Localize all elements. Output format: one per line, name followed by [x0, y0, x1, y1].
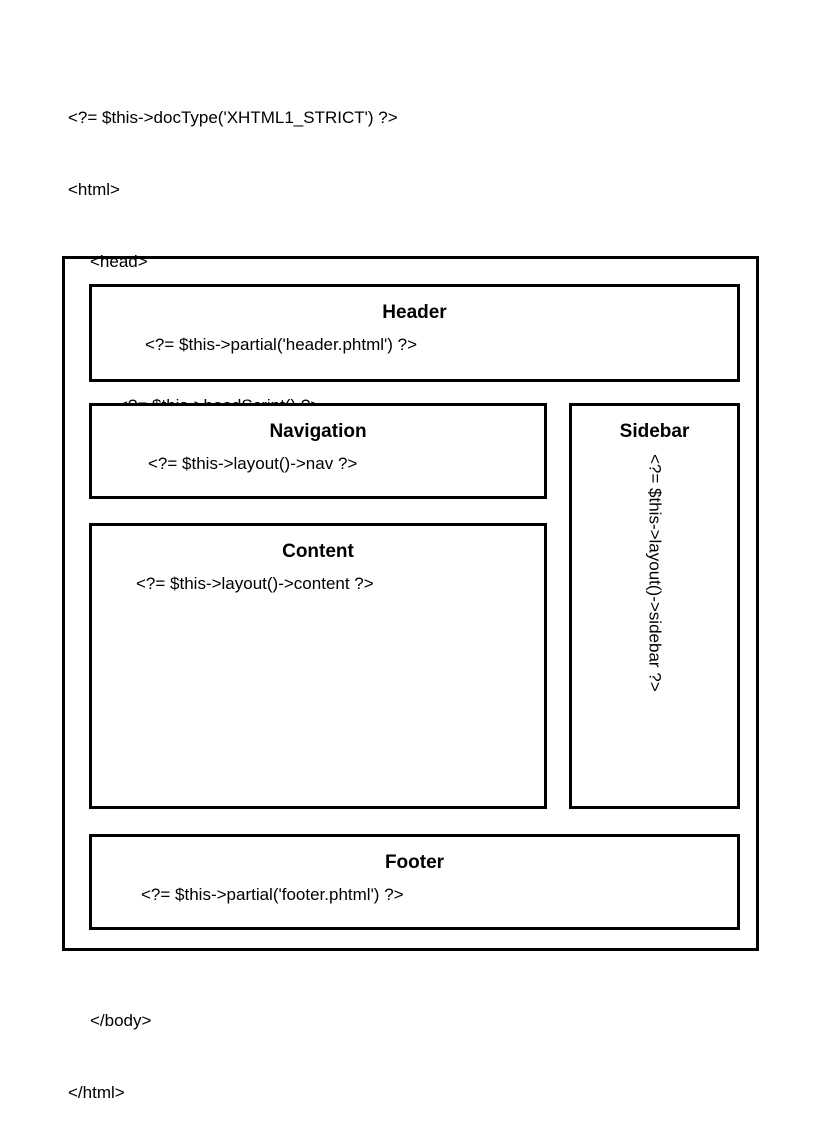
code-line-html-close: </html>	[68, 1083, 125, 1102]
region-navigation-title: Navigation	[269, 421, 367, 442]
region-footer-code: <?= $this->partial('footer.phtml') ?>	[141, 885, 404, 904]
region-navigation: Navigation <?= $this->layout()->nav ?>	[89, 403, 547, 499]
region-footer: Footer <?= $this->partial('footer.phtml'…	[89, 834, 740, 930]
region-content-title: Content	[282, 541, 354, 562]
bottom-code-listing: </body> </html>	[68, 961, 151, 1129]
region-sidebar-title: Sidebar	[619, 421, 690, 442]
region-header-title: Header	[382, 302, 447, 323]
region-footer-title: Footer	[384, 852, 445, 873]
code-line-html-open: <html>	[68, 180, 120, 199]
region-navigation-code: <?= $this->layout()->nav ?>	[148, 454, 358, 473]
code-line-doctype: <?= $this->docType('XHTML1_STRICT') ?>	[68, 108, 398, 127]
layout-container-box: Header <?= $this->partial('header.phtml'…	[62, 256, 759, 951]
region-header: Header <?= $this->partial('header.phtml'…	[89, 284, 740, 382]
region-header-code: <?= $this->partial('header.phtml') ?>	[145, 335, 418, 354]
region-sidebar: Sidebar <?= $this->layout()->sidebar ?>	[569, 403, 740, 809]
region-content: Content <?= $this->layout()->content ?>	[89, 523, 547, 809]
region-content-code: <?= $this->layout()->content ?>	[136, 574, 374, 593]
region-sidebar-code: <?= $this->layout()->sidebar ?>	[645, 454, 665, 692]
region-sidebar-code-wrapper: <?= $this->layout()->sidebar ?>	[572, 454, 737, 804]
code-line-body-close: </body>	[90, 1011, 152, 1030]
